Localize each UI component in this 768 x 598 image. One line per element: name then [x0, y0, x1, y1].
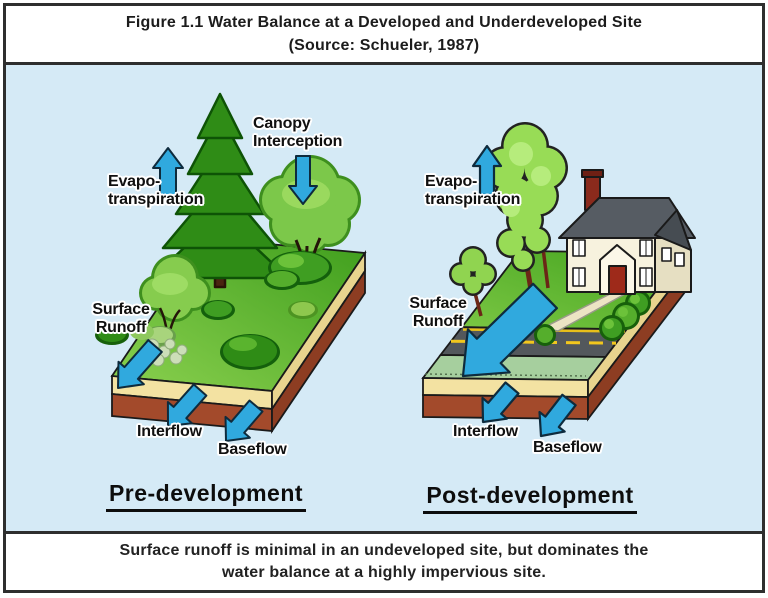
pre-surface-runoff-label: Surface Runoff [92, 301, 150, 337]
post-interflow-label: Interflow [453, 423, 518, 440]
small-tree [139, 254, 211, 341]
post-surface-runoff-label: Surface Runoff [409, 295, 467, 331]
shrubs [95, 251, 332, 370]
pre-baseflow-label: Baseflow [218, 441, 287, 458]
pre-evapotranspiration-label: Evapo- transpiration [108, 173, 204, 209]
evapotranspiration-arrow [152, 147, 184, 199]
road-verge [421, 354, 608, 381]
figure-frame: Figure 1.1 Water Balance at a Developed … [3, 3, 765, 593]
canopy-interception-arrow [288, 155, 318, 205]
baseflow-arrow [538, 393, 577, 438]
pre-development-illustration [95, 92, 367, 442]
front-door [608, 265, 627, 295]
figure-title: Figure 1.1 Water Balance at a Developed … [125, 13, 643, 31]
surface-runoff-arrow [461, 282, 558, 378]
pre-development-title: Pre-development [96, 480, 316, 512]
pre-interflow-label: Interflow [137, 423, 202, 440]
post-development-title: Post-development [416, 482, 644, 514]
post-baseflow-label: Baseflow [533, 439, 602, 456]
house [558, 169, 696, 295]
caption-line-1: Surface runoff is minimal in an undevelo… [119, 541, 649, 559]
post-development-illustration [421, 122, 696, 438]
surface-runoff-arrow [117, 339, 163, 389]
evapotranspiration-arrow [471, 144, 503, 197]
diagram-area: Evapo- transpiration Canopy Interception… [6, 65, 762, 531]
figure-source: (Source: Schueler, 1987) [288, 37, 480, 54]
post-evapotranspiration-label: Evapo- transpiration [425, 173, 521, 209]
baseflow-arrow [224, 399, 264, 442]
interflow-arrow [166, 383, 208, 427]
caption-line-2: water balance at a highly impervious sit… [221, 564, 547, 581]
interflow-arrow [481, 381, 520, 424]
caption-box: Surface runoff is minimal in an undevelo… [6, 531, 762, 590]
yard-trees [449, 122, 568, 317]
canopy-interception-label: Canopy Interception [253, 115, 343, 151]
title-box: Figure 1.1 Water Balance at a Developed … [6, 6, 762, 65]
